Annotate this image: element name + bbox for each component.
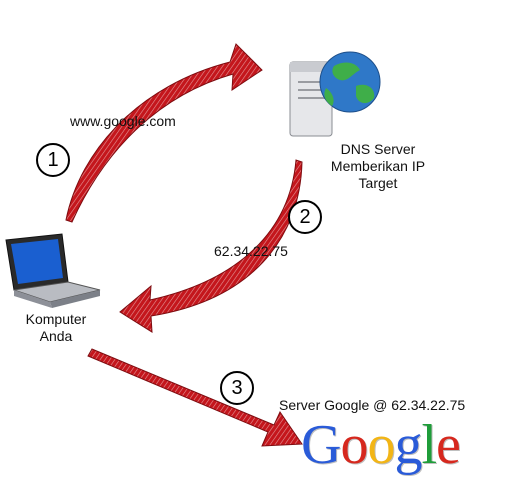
google-logo-letter: o [367,414,395,476]
arrow-query [65,43,263,223]
google-logo-letter: G [301,414,341,476]
reply-ip-label: 62.34.22.75 [214,243,288,259]
arrow-connect [87,348,303,447]
google-logo-letter: l [421,414,437,476]
google-logo-letter: g [394,414,422,476]
google-logo-letter: o [340,414,368,476]
step-1-badge: 1 [36,143,70,177]
dns-label-line1: DNS Server [340,141,416,157]
dns-label-line3: Target [358,175,398,191]
dns-label-line2: Memberikan IP [330,158,426,174]
computer-label-line2: Anda [39,328,73,344]
google-logo-letter: e [436,414,461,476]
query-label: www.google.com [70,113,176,129]
arrow-reply [119,159,303,333]
google-logo: Google [301,414,461,476]
computer-label-line1: Komputer [25,311,87,327]
step-2-badge: 2 [288,200,322,234]
server-globe-icon [289,51,381,137]
google-server-label: Server Google @ 62.34.22.75 [279,397,466,413]
dns-server-label: DNS Server Memberikan IP Target [318,141,438,192]
step-3-badge: 3 [220,371,254,405]
computer-label: Komputer Anda [14,311,98,345]
laptop-icon [5,233,101,308]
